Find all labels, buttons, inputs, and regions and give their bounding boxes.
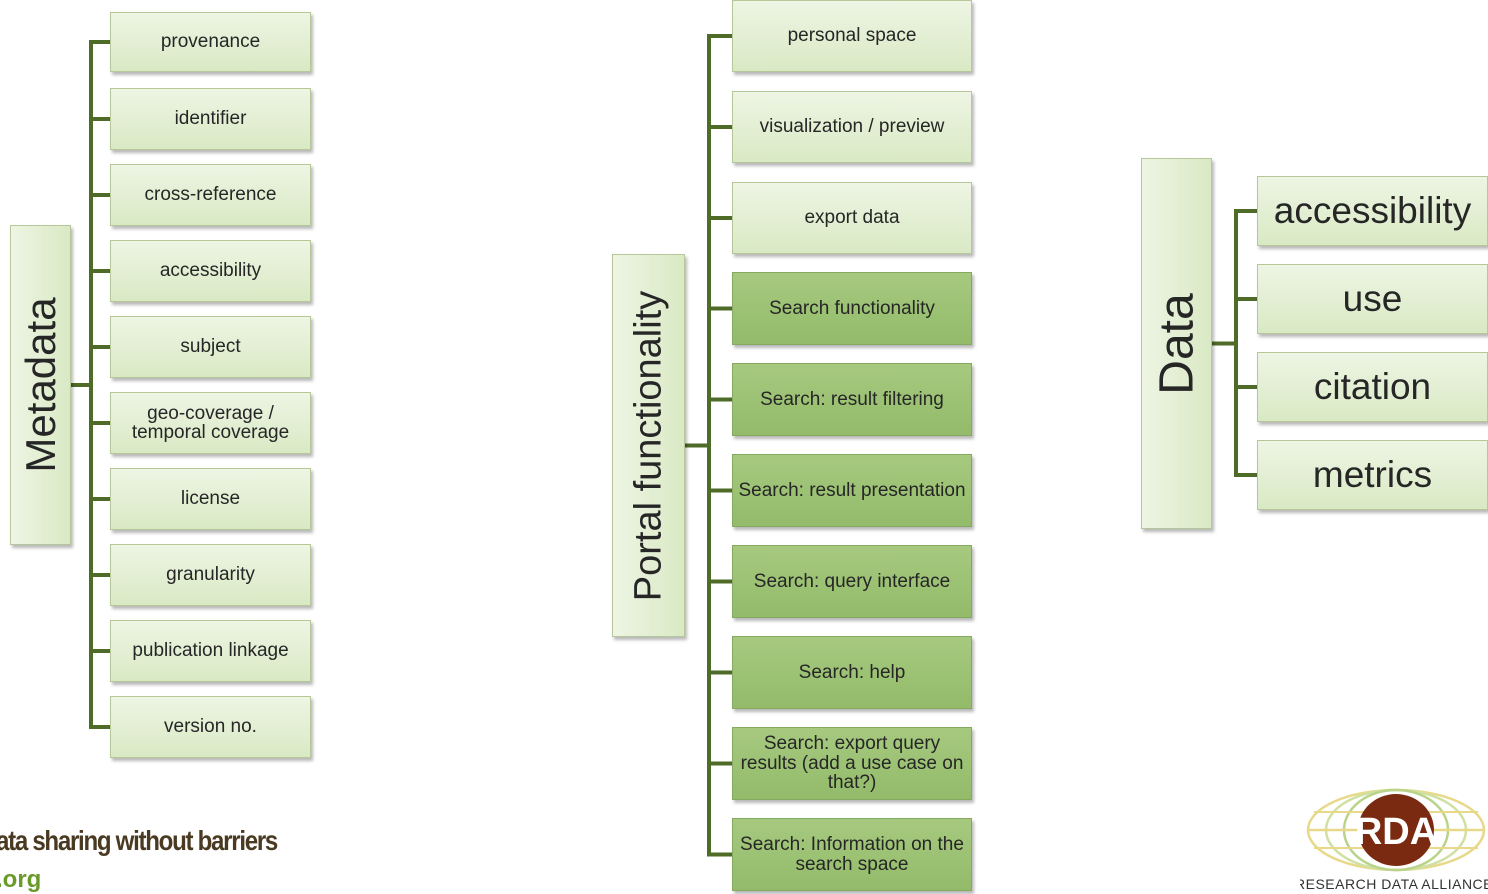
node-label: subject xyxy=(180,336,241,358)
node-portal-functionality: visualization / preview xyxy=(732,91,972,163)
node-label: Search: result filtering xyxy=(760,388,944,410)
node-label: Search functionality xyxy=(769,297,935,319)
root-label: Portal functionality xyxy=(627,290,669,601)
node-portal-functionality: Search: help xyxy=(732,636,972,709)
node-portal-functionality: Search: query interface xyxy=(732,545,972,618)
node-metadata: granularity xyxy=(110,544,311,606)
node-portal-functionality: Search: result presentation xyxy=(732,454,972,527)
node-data: use xyxy=(1257,264,1488,334)
root-data: Data xyxy=(1141,158,1212,529)
node-metadata: provenance xyxy=(110,12,311,72)
node-label: geo-coverage / temporal coverage xyxy=(131,402,290,443)
root-label: Data xyxy=(1150,292,1203,395)
root-metadata: Metadata xyxy=(10,225,71,545)
node-portal-functionality: Search functionality xyxy=(732,272,972,345)
node-portal-functionality: Search: export query results (add a use … xyxy=(732,727,972,800)
node-portal-functionality: Search: result filtering xyxy=(732,363,972,436)
node-metadata: geo-coverage / temporal coverage xyxy=(110,392,311,454)
node-label: export data xyxy=(804,207,900,229)
node-label: Search: Information on the search space xyxy=(740,834,964,875)
node-data: citation xyxy=(1257,352,1488,422)
node-metadata: publication linkage xyxy=(110,620,311,682)
node-label: accessibility xyxy=(159,260,262,282)
node-data: metrics xyxy=(1257,440,1488,510)
node-label: granularity xyxy=(166,564,255,586)
node-label: use xyxy=(1342,278,1403,320)
node-metadata: identifier xyxy=(110,88,311,150)
node-label: visualization / preview xyxy=(759,116,945,138)
node-portal-functionality: export data xyxy=(732,182,972,254)
rda-logo: RDA RESEARCH DATA ALLIANCE xyxy=(1300,788,1488,891)
node-data: accessibility xyxy=(1257,176,1488,246)
root-label: Metadata xyxy=(16,297,64,473)
node-metadata: cross-reference xyxy=(110,164,311,226)
node-label: version no. xyxy=(164,716,257,738)
root-portal-functionality: Portal functionality xyxy=(612,254,685,637)
node-label: metrics xyxy=(1312,454,1433,496)
node-label: Search: result presentation xyxy=(738,479,966,501)
node-label: accessibility xyxy=(1273,190,1472,232)
node-metadata: license xyxy=(110,468,311,530)
node-label: cross-reference xyxy=(144,184,277,206)
node-label: personal space xyxy=(787,25,917,47)
node-metadata: version no. xyxy=(110,696,311,758)
footer-tagline: ata sharing without barriers xyxy=(0,825,278,856)
footer-site: .org xyxy=(0,866,42,893)
node-label: Search: help xyxy=(798,661,906,683)
node-label: identifier xyxy=(174,108,247,130)
node-portal-functionality: Search: Information on the search space xyxy=(732,818,972,891)
node-label: Search: export query results (add a use … xyxy=(740,733,964,794)
logo-text: RDA xyxy=(1355,811,1437,853)
logo-caption: RESEARCH DATA ALLIANCE xyxy=(1300,876,1488,891)
node-label: provenance xyxy=(160,31,261,53)
node-label: citation xyxy=(1313,366,1432,408)
node-label: license xyxy=(180,488,241,510)
node-label: publication linkage xyxy=(132,640,289,662)
node-label: Search: query interface xyxy=(753,570,951,592)
node-metadata: subject xyxy=(110,316,311,378)
node-metadata: accessibility xyxy=(110,240,311,302)
node-portal-functionality: personal space xyxy=(732,0,972,72)
